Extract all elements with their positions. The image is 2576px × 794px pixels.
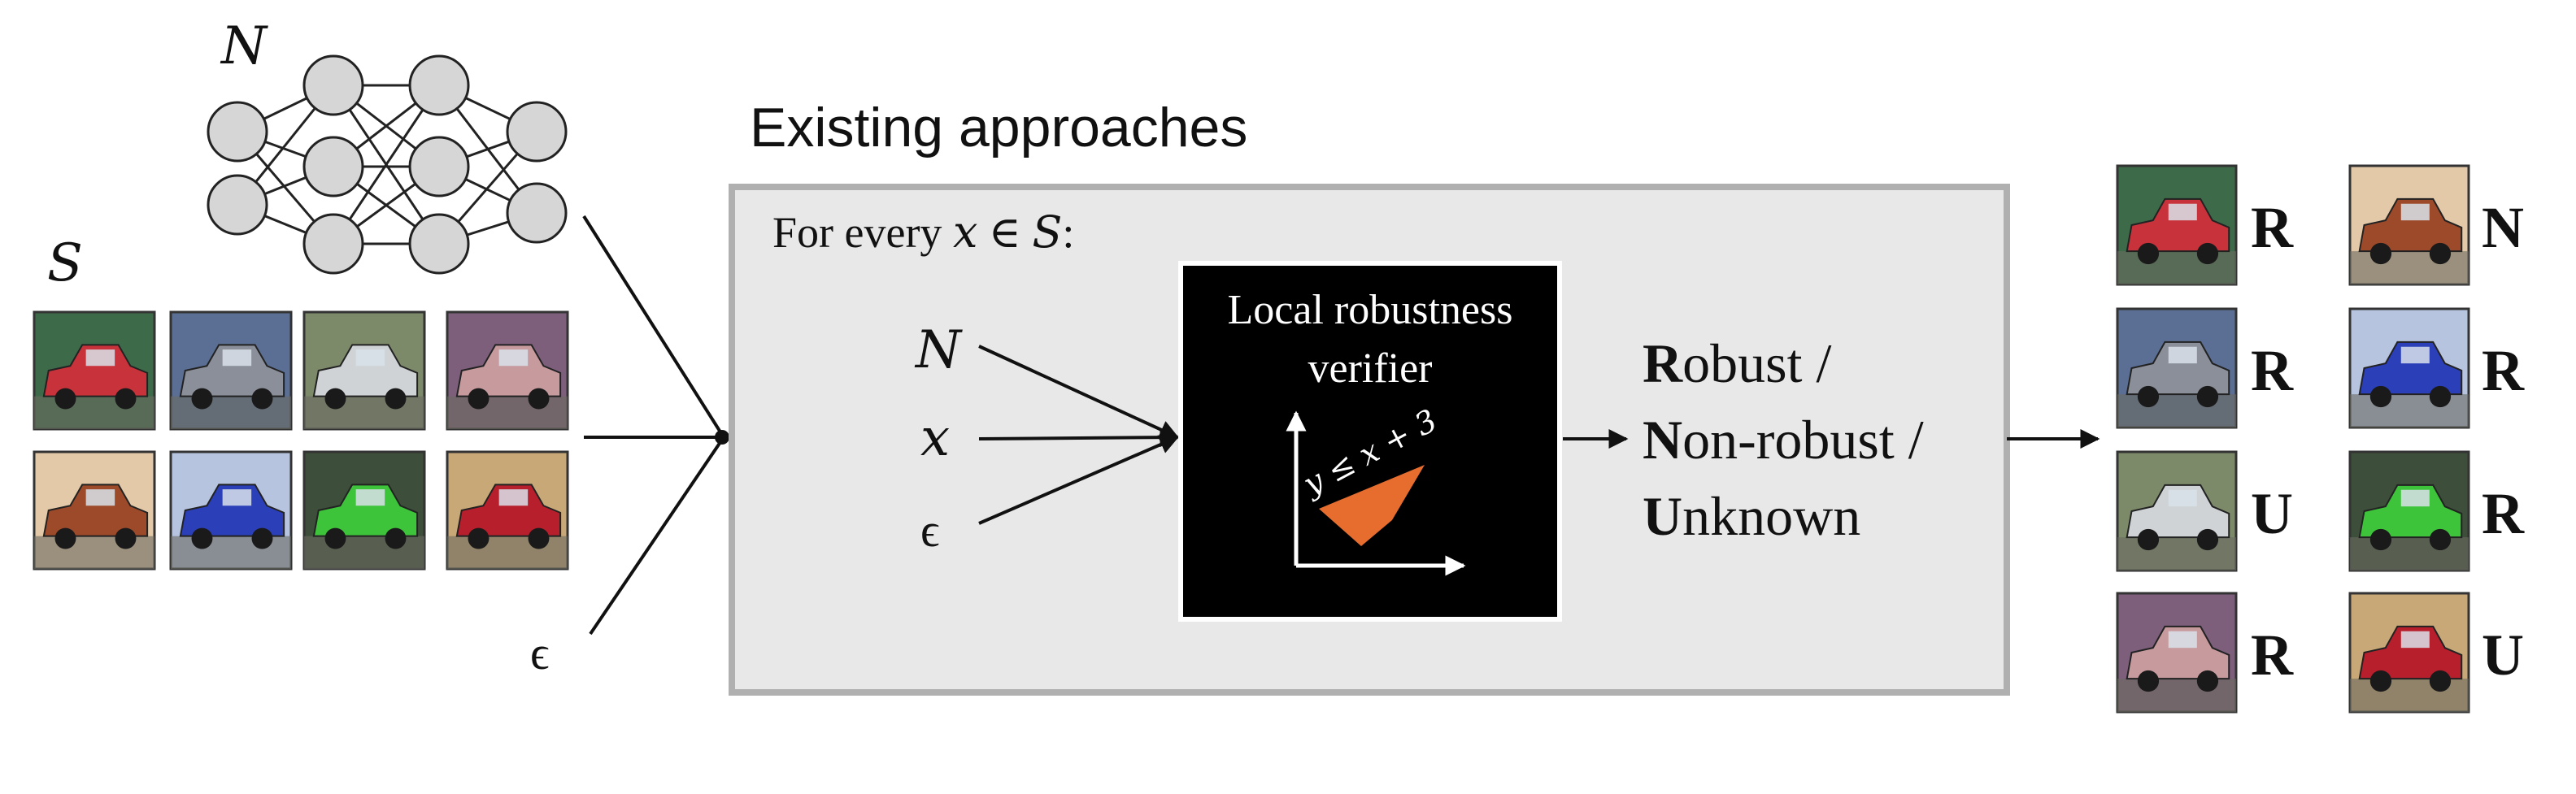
input-network: N bbox=[914, 320, 963, 380]
results-grid: R N R R U R R U bbox=[2116, 164, 2525, 714]
loop-in: ∈ bbox=[977, 208, 1032, 257]
loop-header: For every x ∈ S: bbox=[772, 206, 1074, 258]
verdict-label: R bbox=[2251, 338, 2294, 403]
grey-sedan-image bbox=[2116, 307, 2238, 429]
verdict-label: U bbox=[2251, 481, 2293, 546]
verdict-label: R bbox=[2251, 623, 2294, 688]
network-neuron bbox=[506, 182, 568, 244]
silver-car-image bbox=[302, 310, 426, 431]
network-label: N bbox=[220, 16, 268, 76]
silver-car-image bbox=[2116, 450, 2238, 572]
network-edge bbox=[332, 85, 441, 245]
verifier-title-line1: Local robustness bbox=[1228, 287, 1513, 333]
loop-prefix: For every bbox=[772, 208, 953, 257]
network-neuron bbox=[408, 213, 470, 275]
neural-network-icon bbox=[207, 54, 568, 275]
verifier-title-line2: verifier bbox=[1308, 345, 1432, 392]
loop-variable: x bbox=[953, 206, 977, 258]
output-non-robust-rest: on-robust / bbox=[1682, 409, 1924, 471]
epsilon-connector bbox=[589, 436, 725, 636]
pink-car-image bbox=[446, 310, 569, 431]
verdict-label: R bbox=[2482, 338, 2525, 403]
loop-colon: : bbox=[1062, 208, 1074, 257]
network-neuron bbox=[408, 54, 470, 116]
output-robust: Robust / bbox=[1643, 332, 1831, 394]
network-neuron bbox=[302, 54, 364, 116]
output-robust-rest: obust / bbox=[1682, 332, 1831, 394]
output-non-robust: Non-robust / bbox=[1643, 409, 1924, 471]
verifier-box bbox=[1178, 261, 1562, 622]
network-neuron bbox=[302, 136, 364, 197]
verdict-label: N bbox=[2482, 195, 2524, 260]
input-x-arrow bbox=[978, 427, 1180, 448]
output-non-robust-initial: N bbox=[1643, 409, 1682, 471]
network-neuron bbox=[408, 136, 470, 197]
junction-dot bbox=[715, 430, 729, 445]
loop-set: S bbox=[1032, 206, 1062, 258]
red-car-image bbox=[33, 310, 156, 431]
input-epsilon-arrow bbox=[978, 435, 1180, 525]
verdict-label: R bbox=[2251, 195, 2294, 260]
green-car-image bbox=[302, 450, 426, 571]
red-minivan-image bbox=[446, 450, 569, 571]
input-epsilon: ϵ bbox=[920, 504, 939, 557]
red-minivan-image bbox=[2348, 592, 2470, 714]
verdict-label: R bbox=[2482, 481, 2525, 546]
section-title: Existing approaches bbox=[750, 97, 1247, 158]
pink-car-image bbox=[2116, 592, 2238, 714]
network-connector bbox=[582, 215, 725, 439]
output-unknown: Unknown bbox=[1643, 485, 1860, 547]
output-robust-initial: R bbox=[1643, 332, 1683, 394]
input-network-arrow bbox=[978, 345, 1180, 439]
network-neuron bbox=[302, 213, 364, 275]
dataset-label: S bbox=[47, 233, 83, 293]
network-neuron bbox=[207, 101, 268, 163]
constraint-polygon bbox=[1319, 465, 1425, 546]
blue-sports-car-image bbox=[2348, 307, 2470, 429]
blue-sports-car-image bbox=[169, 450, 293, 571]
output-unknown-initial: U bbox=[1643, 485, 1682, 547]
brown-convertible-image bbox=[33, 450, 156, 571]
network-neuron bbox=[506, 101, 568, 163]
epsilon-label: ϵ bbox=[530, 627, 549, 679]
green-car-image bbox=[2348, 450, 2470, 572]
network-neuron bbox=[207, 174, 268, 236]
grey-sedan-image bbox=[169, 310, 293, 431]
brown-convertible-image bbox=[2348, 164, 2470, 286]
verdict-label: U bbox=[2482, 623, 2524, 688]
red-car-image bbox=[2116, 164, 2238, 286]
output-unknown-rest: nknown bbox=[1682, 485, 1860, 547]
input-image-grid bbox=[33, 310, 569, 571]
input-x: x bbox=[920, 408, 950, 468]
